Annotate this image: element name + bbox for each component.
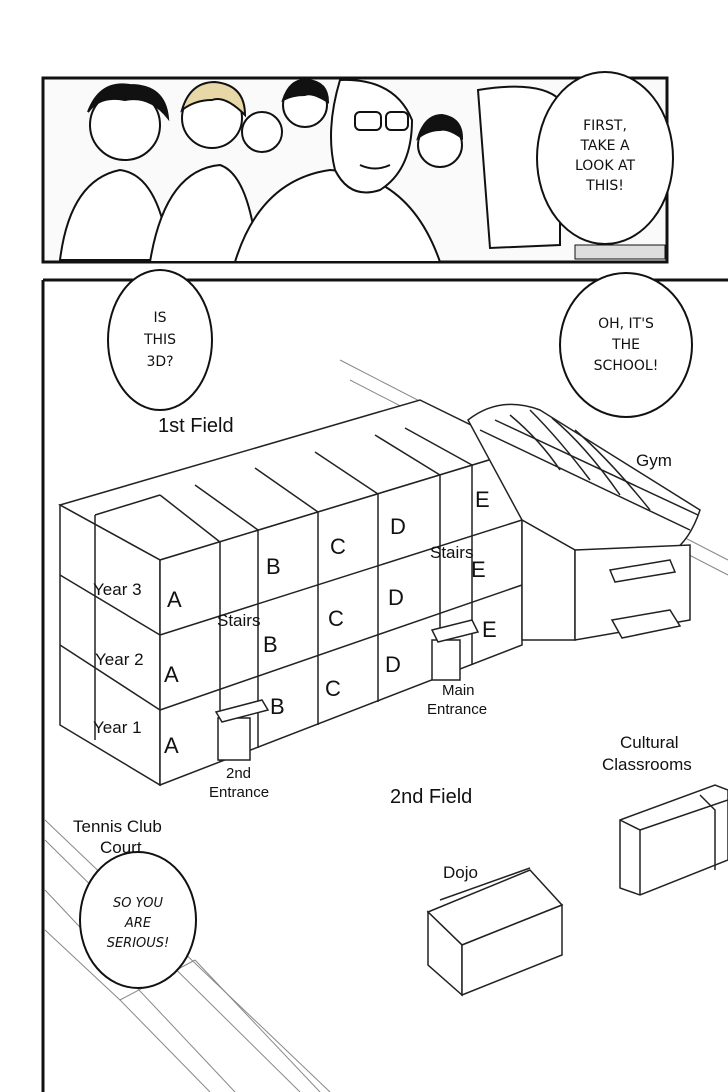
bubble-3d-line-1: IS [153, 310, 166, 326]
label-1st-field: 1st Field [158, 415, 234, 437]
speech-bubble-serious: SO YOU ARE SERIOUS! [79, 851, 197, 989]
students-illustration [58, 78, 666, 263]
bubble-line-2: TAKE A [579, 138, 630, 154]
bottom-panel: IS THIS 3D? OH, IT'S THE SCHOOL! SO YOU … [41, 269, 728, 1092]
label-year3: Year 3 [93, 580, 142, 599]
top-panel: FIRST, TAKE A LOOK AT THIS! [41, 71, 674, 264]
bubble-serious-line-1: SO YOU [113, 896, 164, 911]
bubble-line-1: FIRST, [583, 118, 627, 134]
bubble-serious-line-2: ARE [124, 916, 152, 931]
class-letter-d: D [385, 652, 401, 677]
label-cultural-2: Classrooms [602, 755, 692, 774]
bubble-serious-line-3: SERIOUS! [107, 936, 170, 951]
speech-bubble-3d: IS THIS 3D? [107, 269, 213, 411]
bubble-school-line-2: THE [611, 337, 640, 353]
map-labels: 1st Field Gym Year 3 Year 2 Year 1 Stair… [73, 415, 692, 882]
bubble-line-3: LOOK AT [575, 158, 635, 174]
label-2nd-field: 2nd Field [390, 786, 472, 808]
label-year1: Year 1 [93, 718, 142, 737]
class-letter-c: C [325, 676, 341, 701]
class-letter-a: A [167, 587, 182, 612]
label-dojo: Dojo [443, 863, 478, 882]
label-gym: Gym [636, 451, 672, 470]
main-building [58, 399, 525, 787]
label-2nd-entrance-1: 2nd [226, 765, 251, 782]
bubble-school-line-3: SCHOOL! [594, 358, 659, 374]
label-stairs-left: Stairs [217, 611, 260, 630]
label-cultural-1: Cultural [620, 733, 679, 752]
bubble-line-4: THIS! [585, 178, 624, 194]
class-letter-e: E [475, 487, 490, 512]
label-year2: Year 2 [95, 650, 144, 669]
label-main-entrance-2: Entrance [427, 701, 487, 718]
bubble-3d-line-2: THIS [143, 332, 176, 348]
class-letter-c: C [330, 534, 346, 559]
bubble-school-line-1: OH, IT'S [598, 316, 654, 332]
class-letter-e: E [482, 617, 497, 642]
class-letter-d: D [388, 585, 404, 610]
label-main-entrance-1: Main [442, 682, 475, 699]
label-2nd-entrance-2: Entrance [209, 784, 269, 801]
label-tennis-2: Court [100, 838, 142, 857]
dojo-building [426, 867, 564, 997]
label-tennis-1: Tennis Club [73, 817, 162, 836]
class-letter-b: B [270, 694, 285, 719]
class-letter-c: C [328, 606, 344, 631]
class-letter-a: A [164, 662, 179, 687]
class-letter-a: A [164, 733, 179, 758]
speech-bubble-first: FIRST, TAKE A LOOK AT THIS! [536, 71, 674, 245]
class-letter-b: B [263, 632, 278, 657]
class-letter-e: E [471, 557, 486, 582]
label-stairs-right: Stairs [430, 543, 473, 562]
speech-bubble-school: OH, IT'S THE SCHOOL! [559, 272, 693, 418]
gym-building [467, 403, 701, 641]
cultural-classrooms-building [619, 784, 728, 896]
bubble-3d-line-3: 3D? [146, 354, 173, 370]
class-letter-d: D [390, 514, 406, 539]
class-letter-b: B [266, 554, 281, 579]
classroom-letters: A A A B B B C C C D D D E E E [164, 487, 497, 758]
